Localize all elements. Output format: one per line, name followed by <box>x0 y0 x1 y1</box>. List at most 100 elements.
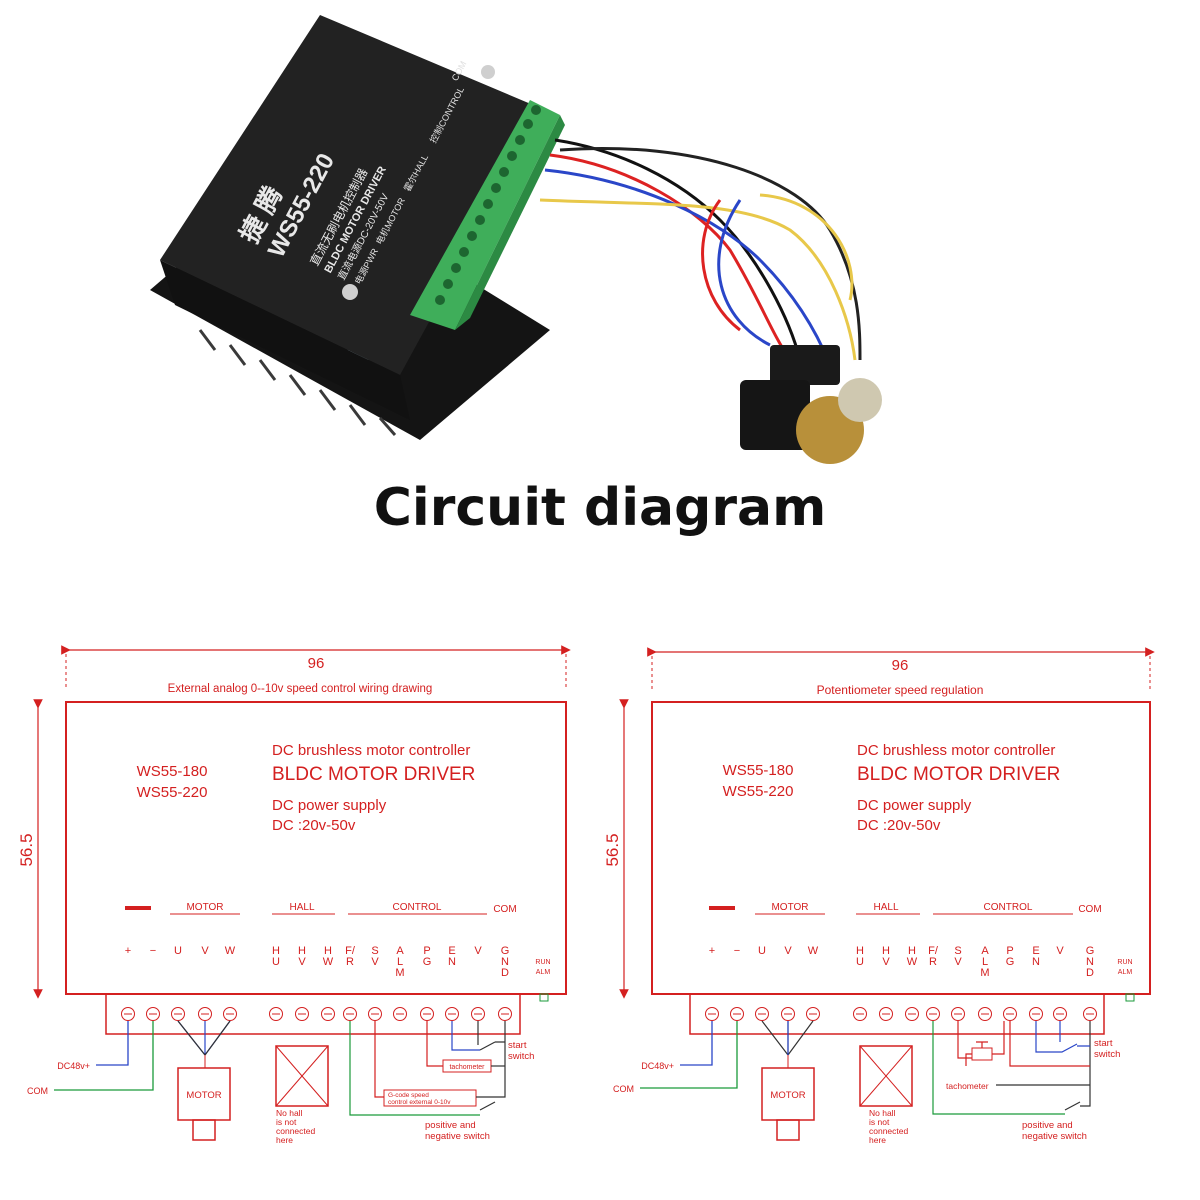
group-motor: MOTOR <box>771 902 808 913</box>
terminal-label: + <box>125 945 131 957</box>
dc48-label: DC48v+ <box>57 1061 90 1071</box>
dc48-label: DC48v+ <box>641 1061 674 1071</box>
height-dimension: 56.5 <box>603 833 622 866</box>
run-label: RUN <box>1117 959 1132 966</box>
terminal-screw <box>368 1007 382 1021</box>
terminal-screw <box>171 1007 185 1021</box>
wiring-diagrams: 96 External analog 0--10v speed control … <box>17 645 1155 1145</box>
tachometer-label: tachometer <box>449 1064 485 1071</box>
terminal-screws <box>121 1007 512 1021</box>
group-control: CONTROL <box>393 902 442 913</box>
height-dimension: 56.5 <box>17 833 36 866</box>
motor-box-label: MOTOR <box>186 1090 221 1101</box>
terminal-screw <box>926 1007 940 1021</box>
start-switch-label: start switch <box>1094 1038 1120 1060</box>
terminal-strip <box>105 993 521 1035</box>
group-hall: HALL <box>289 902 314 913</box>
diagram-potentiometer: 96 Potentiometer speed regulation 56.5 W… <box>603 647 1155 1145</box>
terminal-strip <box>689 993 1105 1035</box>
supply-line-1: DC power supply <box>272 797 387 814</box>
gcode-label: G-code speed control external 0-10v <box>388 1092 451 1106</box>
heatsink-fins <box>198 329 397 436</box>
terminal-label: V <box>1056 945 1064 957</box>
terminal-screw <box>198 1007 212 1021</box>
model-2: WS55-220 <box>137 784 208 801</box>
terminal-screw <box>269 1007 283 1021</box>
terminal-label: W <box>225 945 236 957</box>
terminal-screw <box>853 1007 867 1021</box>
potentiometer-knob <box>838 378 882 422</box>
terminal-screw <box>445 1007 459 1021</box>
terminal-screw <box>146 1007 160 1021</box>
terminal-screw <box>905 1007 919 1021</box>
terminal-screw <box>295 1007 309 1021</box>
title-line-2: BLDC MOTOR DRIVER <box>272 764 475 785</box>
pn-switch-label: positive and negative switch <box>425 1120 490 1142</box>
group-control: CONTROL <box>984 902 1033 913</box>
width-dimension: 96 <box>892 657 909 674</box>
terminal-screw <box>879 1007 893 1021</box>
model-1: WS55-180 <box>723 762 794 779</box>
pn-switch-label: positive and negative switch <box>1022 1120 1087 1142</box>
terminal-screws <box>435 105 541 305</box>
supply-line-2: DC :20v-50v <box>272 817 356 834</box>
terminal-screw <box>1083 1007 1097 1021</box>
supply-line-2: DC :20v-50v <box>857 817 941 834</box>
terminal-screw <box>705 1007 719 1021</box>
terminal-screw <box>498 1007 512 1021</box>
title-line-1: DC brushless motor controller <box>857 742 1055 759</box>
terminal-screws <box>705 1007 1097 1021</box>
terminal-screw <box>1003 1007 1017 1021</box>
terminal-screw <box>781 1007 795 1021</box>
terminal-label: − <box>734 945 740 957</box>
alm-label: ALM <box>1118 969 1133 976</box>
com-label: COM <box>27 1086 48 1096</box>
tachometer-label: tachometer <box>946 1081 989 1091</box>
gcode-box <box>383 1089 477 1107</box>
diagram-caption: Potentiometer speed regulation <box>817 683 984 697</box>
terminal-screw <box>978 1007 992 1021</box>
terminal-screw <box>121 1007 135 1021</box>
terminal-label: V <box>201 945 209 957</box>
terminal-screw <box>1029 1007 1043 1021</box>
group-hall: HALL <box>873 902 898 913</box>
terminal-screw <box>471 1007 485 1021</box>
terminal-screw <box>343 1007 357 1021</box>
mount-screw <box>342 284 358 300</box>
terminal-label: F/R <box>345 945 356 968</box>
terminal-label: F/R <box>928 945 939 968</box>
terminal-label: − <box>150 945 156 957</box>
terminal-label: U <box>174 945 182 957</box>
terminal-screw <box>393 1007 407 1021</box>
no-hall-note: No hall is not connected here <box>869 1108 911 1145</box>
terminal-label: V <box>474 945 482 957</box>
terminal-screw <box>223 1007 237 1021</box>
group-com: COM <box>493 904 516 915</box>
terminal-screw <box>1053 1007 1067 1021</box>
group-com: COM <box>1078 904 1101 915</box>
mount-screw <box>481 65 495 79</box>
title-line-2: BLDC MOTOR DRIVER <box>857 764 1060 785</box>
terminal-label: U <box>758 945 766 957</box>
diagram-caption: External analog 0--10v speed control wir… <box>168 683 433 695</box>
switch-housing <box>740 380 810 450</box>
terminal-screw <box>730 1007 744 1021</box>
terminal-label: + <box>709 945 715 957</box>
no-hall-box <box>859 1045 913 1107</box>
